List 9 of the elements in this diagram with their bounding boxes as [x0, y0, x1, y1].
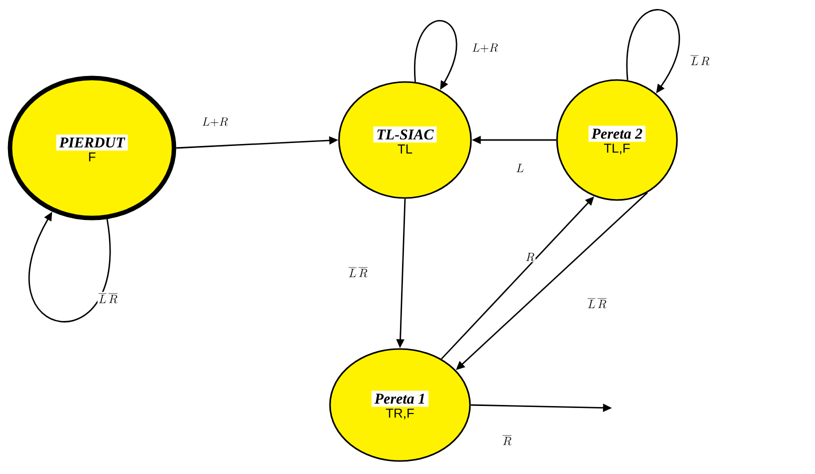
- edge-label: $\overline{L}\,\overline{R}$: [586, 296, 608, 310]
- edge-label: $\overline{L}\,\overline{R}$: [98, 292, 118, 304]
- edge-label: $L{+}R$: [200, 116, 230, 128]
- edge-label: $L$: [515, 162, 525, 174]
- edge-label: $\overline{L}\,R$: [690, 54, 710, 66]
- edge-label: $R$: [524, 252, 536, 262]
- edge-label: $\overline{L}\,\overline{R}$: [348, 266, 368, 278]
- edge-label: $L{+}R$: [470, 42, 500, 54]
- edge-label: $\overline{R}$: [502, 434, 512, 446]
